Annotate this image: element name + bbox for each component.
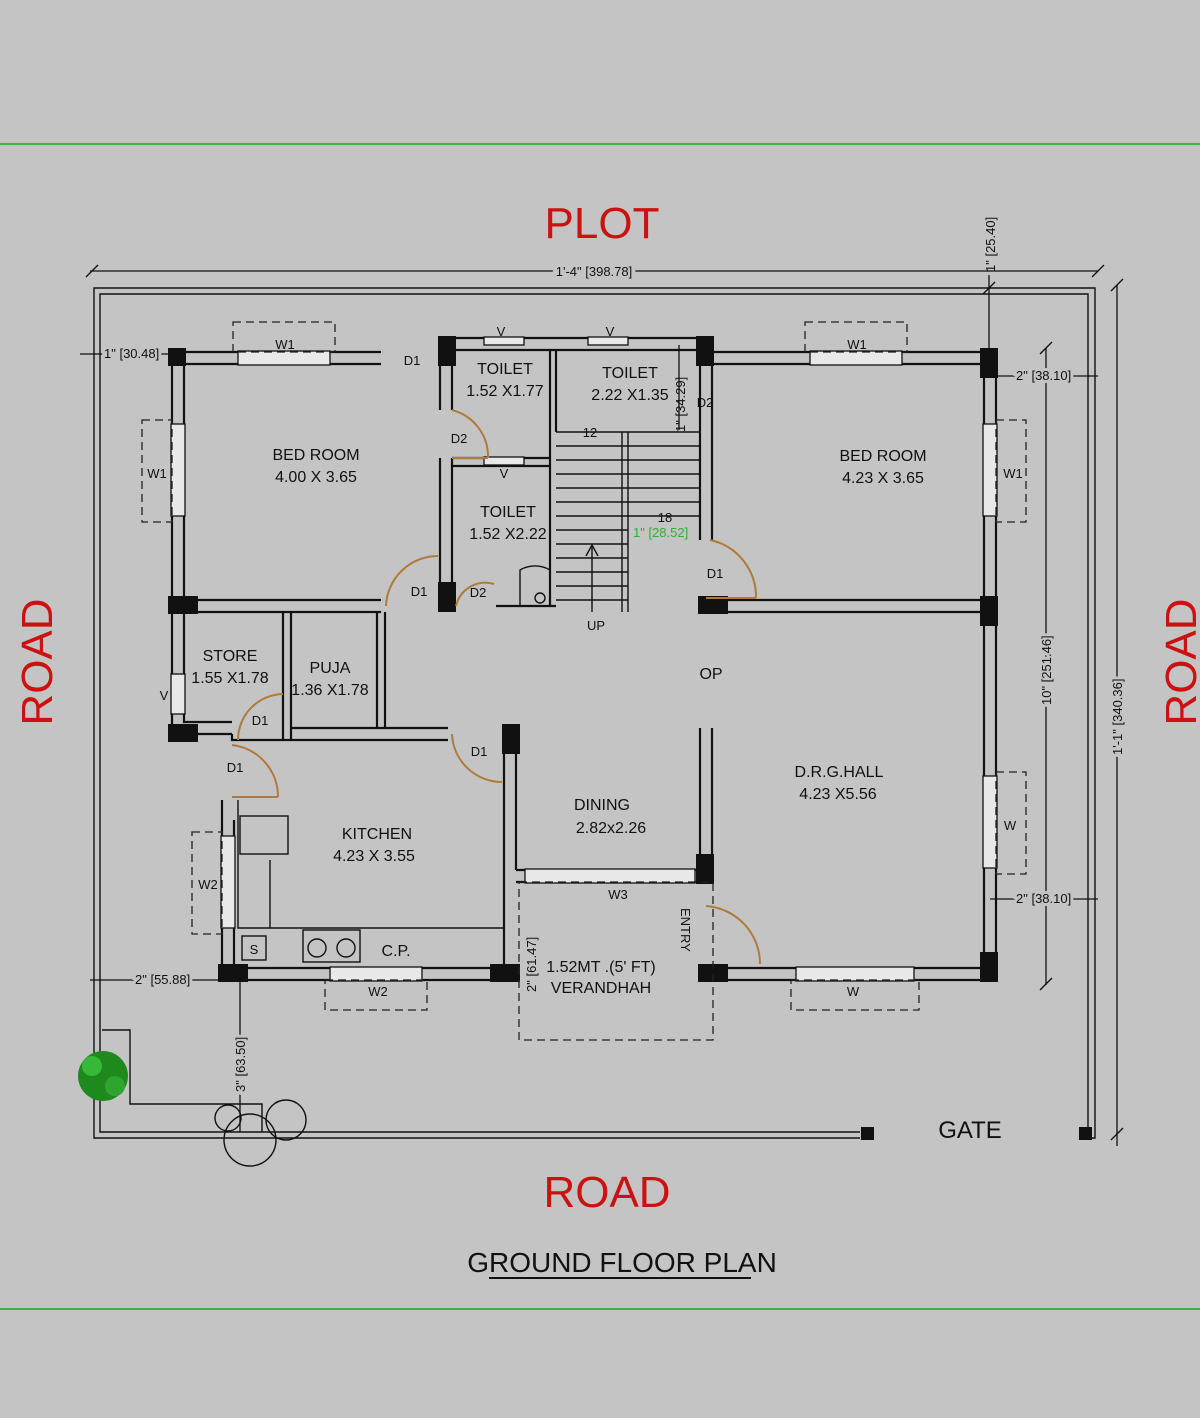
puja-size: 1.36 X1.78 <box>291 682 369 699</box>
d1-puja: D1 <box>252 713 269 728</box>
d1-kitchen: D1 <box>227 760 244 775</box>
puja-name: PUJA <box>310 660 351 677</box>
windows <box>141 321 1027 1041</box>
toilet2-size: 2.22 X1.35 <box>591 387 669 404</box>
toilet1-size: 1.52 X1.77 <box>466 383 544 400</box>
dim-left-offset: 1" [30.48] <box>104 346 159 361</box>
staircase <box>556 431 700 612</box>
d2-toilet1: D2 <box>451 431 468 446</box>
dim-outer-height: 1'-1" [340.36] <box>1110 679 1125 755</box>
road-bottom-heading: ROAD <box>543 1168 670 1217</box>
dim-top-width: 1'-4" [398.78] <box>556 264 632 279</box>
w-bottom: W <box>847 984 860 999</box>
stair-count-18: 18 <box>658 510 672 525</box>
stair-count-12: 12 <box>583 425 597 440</box>
dim-verandah-depth: 2" [61.47] <box>524 937 539 992</box>
d2-toilet2: D2 <box>697 395 714 410</box>
d1-bed-right: D1 <box>707 566 724 581</box>
sink-label: S <box>250 942 259 957</box>
plot-heading: PLOT <box>545 199 660 248</box>
kitchen-name: KITCHEN <box>342 826 412 843</box>
store-name: STORE <box>203 648 258 665</box>
w2-bottom: W2 <box>368 984 388 999</box>
dim-top-offset: 1" [25.40] <box>983 217 998 272</box>
verandah-name: 1.52MT .(5' FT) <box>546 959 655 976</box>
opening-tags: W1 W1 W1 W1 W W W2 W2 W3 V V V V D1 D2 D… <box>147 324 1023 999</box>
d2-toilet3: D2 <box>470 585 487 600</box>
d1-bed-left: D1 <box>404 353 421 368</box>
w-right: W <box>1004 818 1017 833</box>
w1-left: W1 <box>147 466 167 481</box>
dim-stair-gap: 1" [28.52] <box>633 525 688 540</box>
road-right-heading: ROAD <box>1157 598 1200 725</box>
doors <box>231 409 762 965</box>
store-size: 1.55 X1.78 <box>191 670 269 687</box>
w2-left: W2 <box>198 877 218 892</box>
stair-up-label: UP <box>587 618 605 633</box>
d1-dining: D1 <box>471 744 488 759</box>
w3-label: W3 <box>608 887 628 902</box>
interior-walls <box>184 338 984 968</box>
dim-right-offset-bottom: 2" [38.10] <box>1016 891 1071 906</box>
gate-label: GATE <box>938 1117 1002 1144</box>
w1-top-right: W1 <box>847 337 867 352</box>
dim-toilet-gap: 1" [34.29] <box>673 377 688 432</box>
v-toilet3: V <box>500 466 509 481</box>
dining-size: 2.82x2.26 <box>576 820 646 837</box>
verandah-size: VERANDHAH <box>551 980 651 997</box>
plot-boundary <box>93 287 1096 1140</box>
room-labels: BED ROOM 4.00 X 3.65 BED ROOM 4.23 X 3.6… <box>191 361 926 997</box>
dining-name: DINING <box>574 797 630 814</box>
op-label: OP <box>699 666 722 683</box>
toilet3-name: TOILET <box>480 504 536 521</box>
toilet3-size: 1.52 X2.22 <box>469 526 547 543</box>
kitchen-size: 4.23 X 3.55 <box>333 848 415 865</box>
v-toilet1: V <box>497 324 506 339</box>
bed-left-size: 4.00 X 3.65 <box>275 469 357 486</box>
entry-label: ENTRY <box>678 908 693 952</box>
hall-size: 4.23 X5.56 <box>799 786 877 803</box>
toilet1-name: TOILET <box>477 361 533 378</box>
d1-passage: D1 <box>411 584 428 599</box>
plan-title: GROUND FLOOR PLAN <box>467 1247 777 1278</box>
dimension-lines <box>80 264 1124 1146</box>
dim-bottom-down: 3" [63.50] <box>233 1037 248 1092</box>
landscaping <box>78 1029 307 1167</box>
v-store: V <box>160 688 169 703</box>
toilet2-name: TOILET <box>602 365 658 382</box>
w1-right: W1 <box>1003 466 1023 481</box>
bed-right-size: 4.23 X 3.65 <box>842 470 924 487</box>
bed-right-name: BED ROOM <box>839 448 926 465</box>
kitchen-fixtures <box>237 800 504 963</box>
cp-label: C.P. <box>381 943 410 960</box>
v-toilet2: V <box>606 324 615 339</box>
dim-right-offset-top: 2" [38.10] <box>1016 368 1071 383</box>
toilet-fixture <box>519 565 551 606</box>
columns <box>168 336 998 982</box>
dim-inner-height: 10" [251.46] <box>1039 635 1054 705</box>
bed-left-name: BED ROOM <box>272 447 359 464</box>
w1-top-left: W1 <box>275 337 295 352</box>
road-left-heading: ROAD <box>13 598 62 725</box>
dim-bottom-left: 2" [55.88] <box>135 972 190 987</box>
hall-name: D.R.G.HALL <box>795 764 884 781</box>
